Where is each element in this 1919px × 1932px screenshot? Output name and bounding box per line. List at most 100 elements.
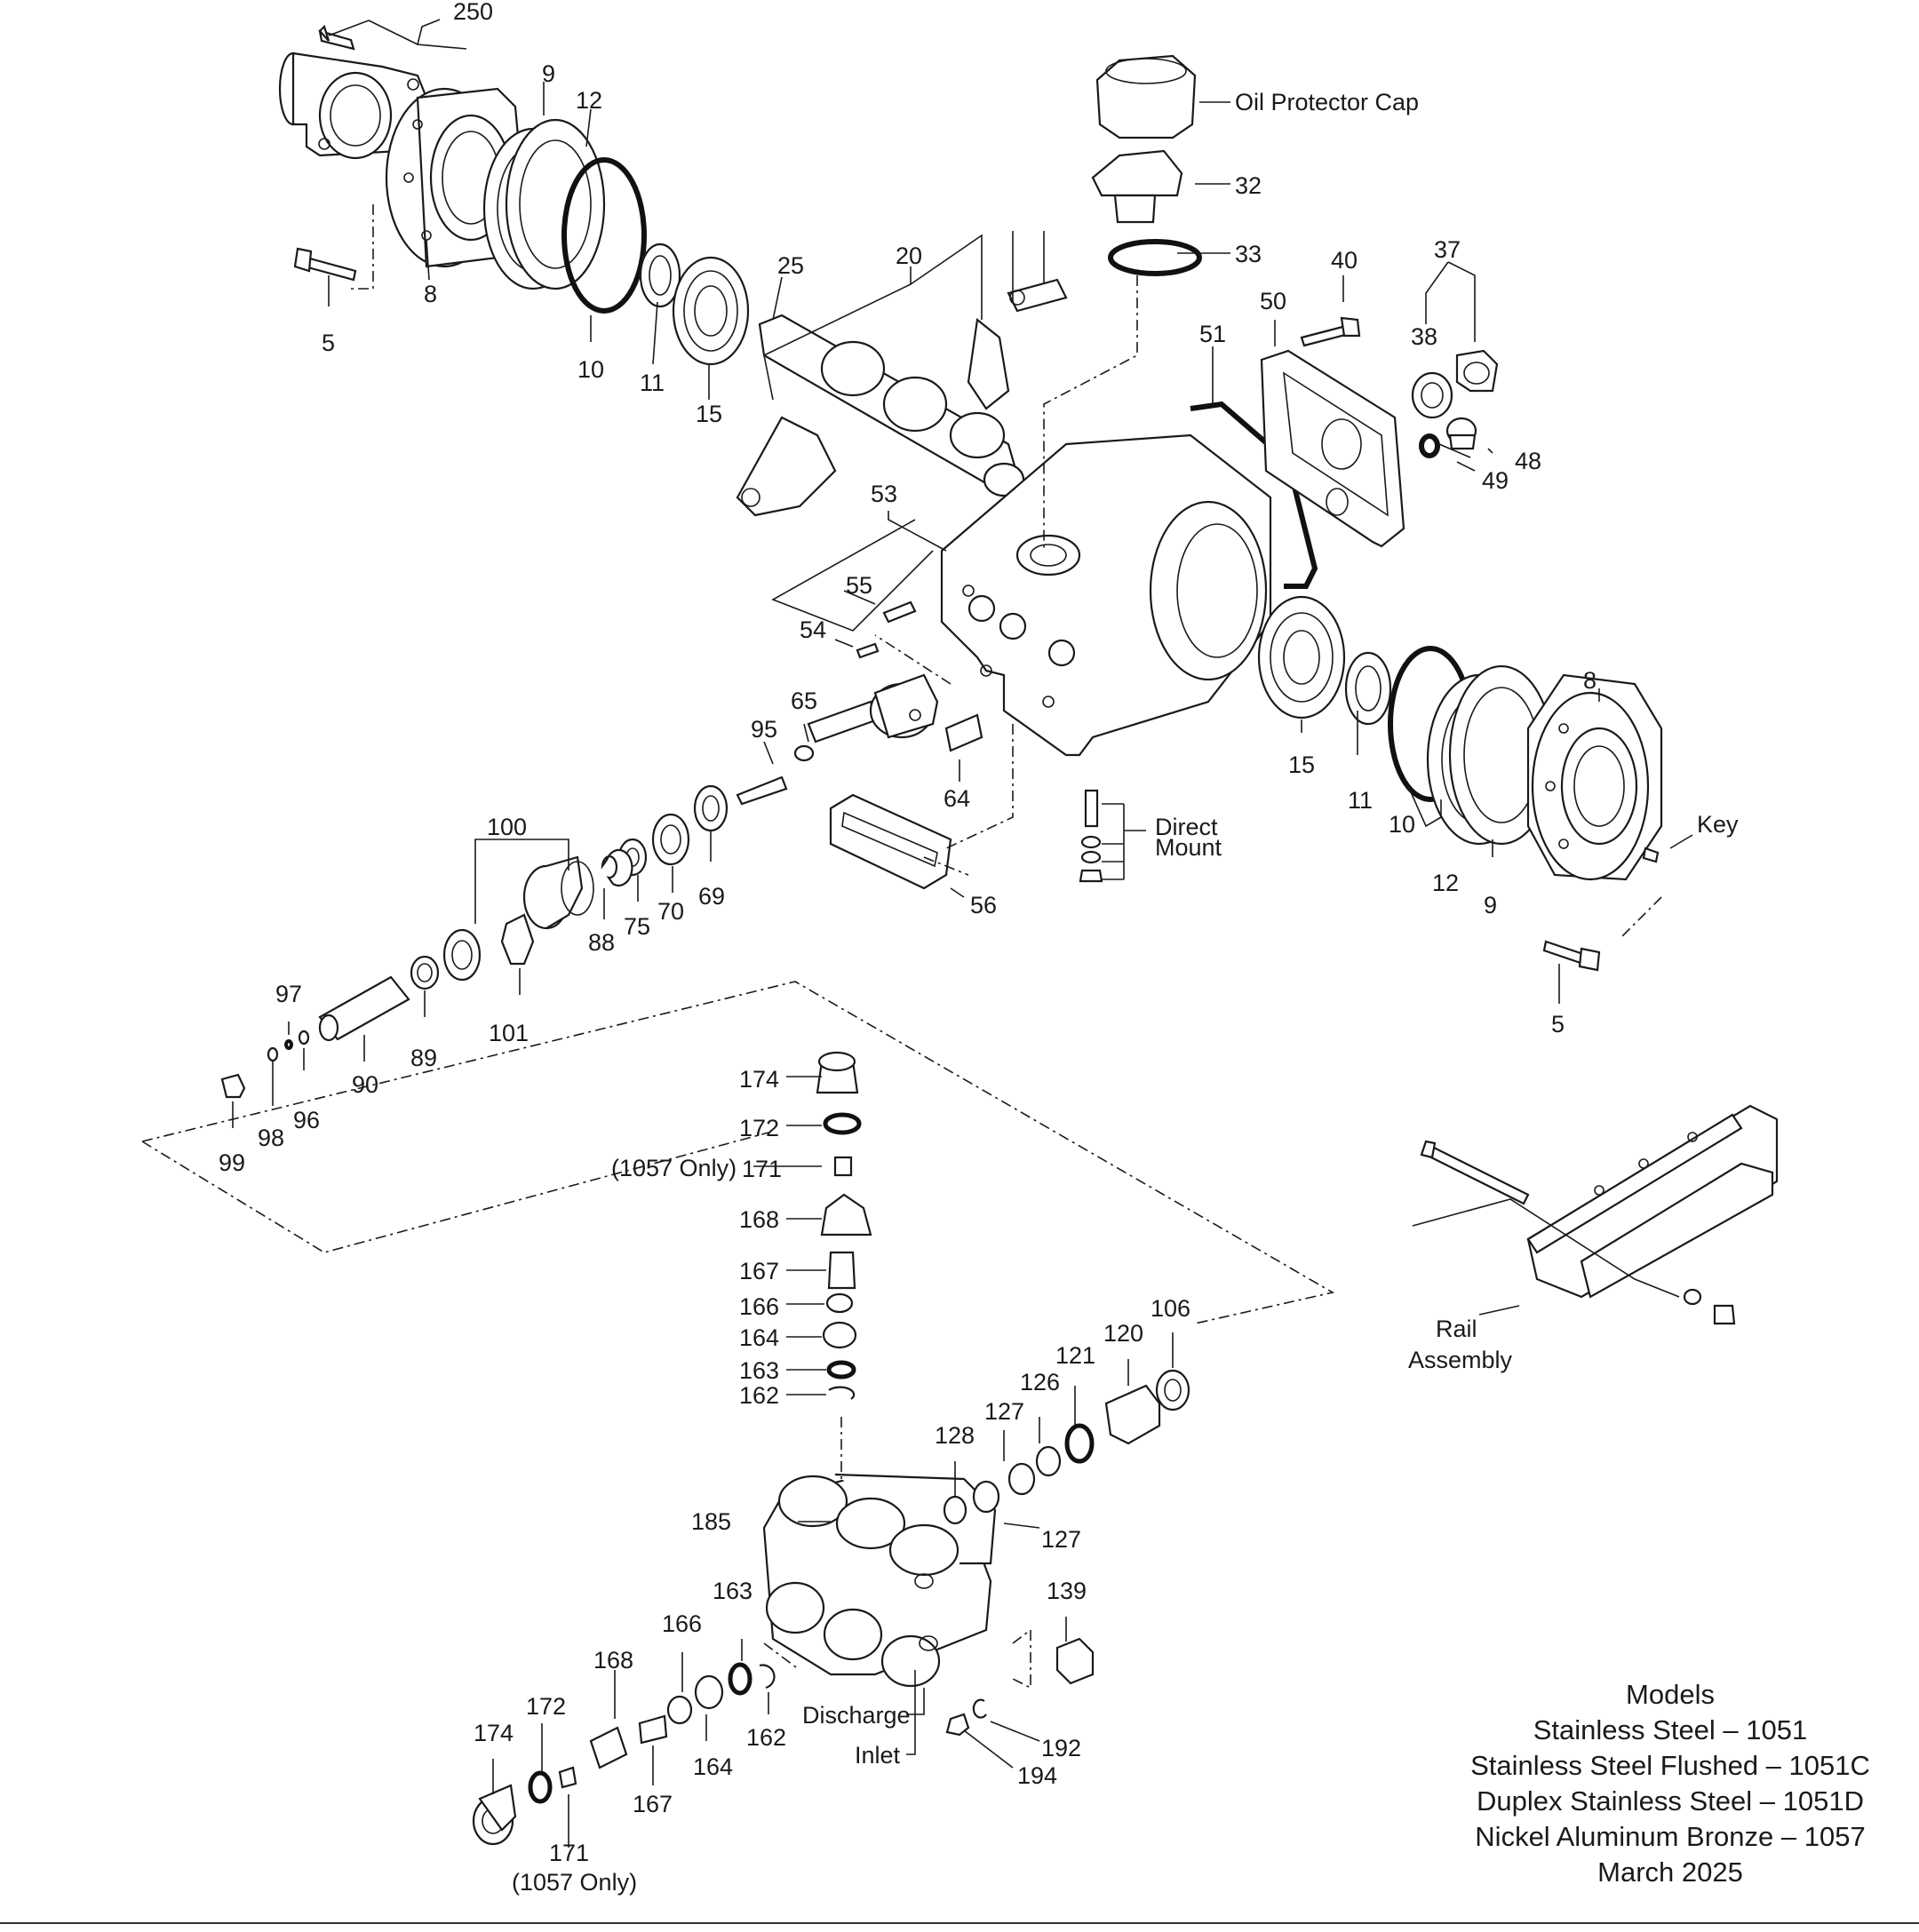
retainer-100 [522, 855, 594, 930]
label-1057-only-bottom: (1057 Only) [512, 1869, 637, 1896]
oil-pan-56 [829, 793, 952, 890]
axis-line [874, 634, 952, 685]
callout-127-bottom: 127 [1041, 1526, 1081, 1553]
callout-12-right: 12 [1432, 870, 1459, 896]
callout-250: 250 [453, 0, 493, 25]
sleeve-89 [410, 955, 440, 990]
callout-121: 121 [1055, 1342, 1095, 1369]
callout-15-left: 15 [696, 401, 722, 427]
rail-bracket-line [1412, 1198, 1680, 1298]
pin-64 [944, 713, 983, 752]
callout-11-right: 11 [1348, 787, 1373, 814]
models-block: Models Stainless Steel – 1051 Stainless … [1470, 1679, 1870, 1888]
connecting-rod-20 [736, 278, 1068, 517]
callout-9-right: 9 [1484, 892, 1497, 918]
callout-88: 88 [588, 929, 615, 956]
models-line: Stainless Steel – 1051 [1533, 1714, 1808, 1745]
pins-54-55 [856, 600, 917, 659]
callout-33: 33 [1235, 241, 1262, 267]
callout-174-bottom: 174 [474, 1720, 514, 1746]
callout-51: 51 [1199, 321, 1226, 347]
axis-line [1620, 896, 1662, 938]
models-line: Nickel Aluminum Bronze – 1057 [1475, 1821, 1865, 1852]
callout-10-right: 10 [1389, 811, 1415, 838]
callout-99: 99 [219, 1149, 245, 1176]
callout-9-left: 9 [542, 60, 555, 87]
callout-185: 185 [691, 1508, 731, 1535]
valve-stack-bottom [472, 1662, 776, 1846]
callout-54: 54 [800, 616, 826, 643]
plunger-65-rod [793, 673, 939, 762]
gasket-51 [1190, 401, 1318, 589]
manifold-185 [762, 1473, 997, 1688]
footer-rule [0, 1922, 1919, 1924]
callout-171-bottom: 171 [549, 1840, 589, 1866]
label-inlet: Inlet [855, 1742, 901, 1769]
seal-11-right [1344, 651, 1392, 726]
callout-32: 32 [1235, 172, 1262, 199]
callout-168-top: 168 [739, 1206, 779, 1233]
label-1057-only-top: (1057 Only) [611, 1155, 737, 1181]
shim-9-12-right [1426, 664, 1555, 846]
callout-90: 90 [352, 1071, 378, 1098]
callout-95: 95 [751, 716, 777, 743]
callout-49: 49 [1482, 467, 1509, 494]
leader-lines [232, 19, 1693, 1848]
small-parts-96-99 [220, 1030, 310, 1099]
callout-25: 25 [777, 252, 804, 279]
callout-139: 139 [1047, 1578, 1087, 1604]
axis-line [1012, 1628, 1031, 1690]
callout-65: 65 [791, 688, 817, 714]
models-date: March 2025 [1597, 1856, 1743, 1888]
o-ring-10-left [561, 157, 647, 314]
bracket-101 [500, 913, 535, 966]
bearing-flange-8-right [1526, 673, 1663, 881]
rear-cover-50 [1260, 349, 1405, 548]
callout-12-left: 12 [576, 87, 602, 114]
o-ring-49 [1419, 433, 1440, 458]
crankshaft-25 [758, 314, 1025, 497]
axis-line [945, 724, 1014, 849]
callout-8-right: 8 [1583, 667, 1597, 694]
valve-stack-top [816, 1051, 872, 1400]
clip-88 [601, 848, 633, 886]
label-rail-2: Assembly [1408, 1347, 1513, 1373]
callout-numbers: 250 9 12 5 8 10 11 15 25 20 32 33 40 37 … [219, 0, 1597, 1866]
direct-mount-hardware [1079, 789, 1103, 883]
callout-162-bottom: 162 [746, 1724, 786, 1751]
bearing-cover-250 [278, 24, 428, 160]
callout-89: 89 [410, 1045, 437, 1071]
callout-194: 194 [1017, 1762, 1057, 1789]
label-oil-protector-cap: Oil Protector Cap [1235, 89, 1419, 115]
plunger-tube-90 [318, 975, 410, 1042]
callout-167-top: 167 [739, 1258, 779, 1284]
callout-168-bottom: 168 [593, 1647, 633, 1674]
callout-75: 75 [624, 913, 650, 940]
callout-171-top: 171 [742, 1156, 782, 1182]
stud-95 [736, 775, 788, 806]
callout-163-bottom: 163 [713, 1578, 752, 1604]
callout-10-left: 10 [577, 356, 604, 383]
axis-line [346, 204, 374, 290]
label-key: Key [1697, 811, 1739, 838]
callout-101: 101 [489, 1020, 529, 1046]
callout-56: 56 [970, 892, 997, 918]
callout-98: 98 [258, 1125, 284, 1151]
callout-166-top: 166 [739, 1293, 779, 1320]
callout-128: 128 [935, 1422, 975, 1449]
callout-172-top: 172 [739, 1115, 779, 1141]
callout-37: 37 [1434, 236, 1461, 263]
rail-assembly [1420, 1104, 1779, 1325]
ring-100 [442, 928, 482, 982]
seal-11-left [639, 242, 681, 308]
bearing-15-left [672, 256, 750, 366]
callout-70: 70 [657, 898, 684, 925]
plug-48 [1445, 417, 1477, 450]
callout-162-top: 162 [739, 1382, 779, 1409]
key-pin [1642, 847, 1660, 863]
callout-96: 96 [293, 1107, 320, 1133]
models-title: Models [1626, 1679, 1715, 1710]
axis-line [1043, 275, 1138, 551]
